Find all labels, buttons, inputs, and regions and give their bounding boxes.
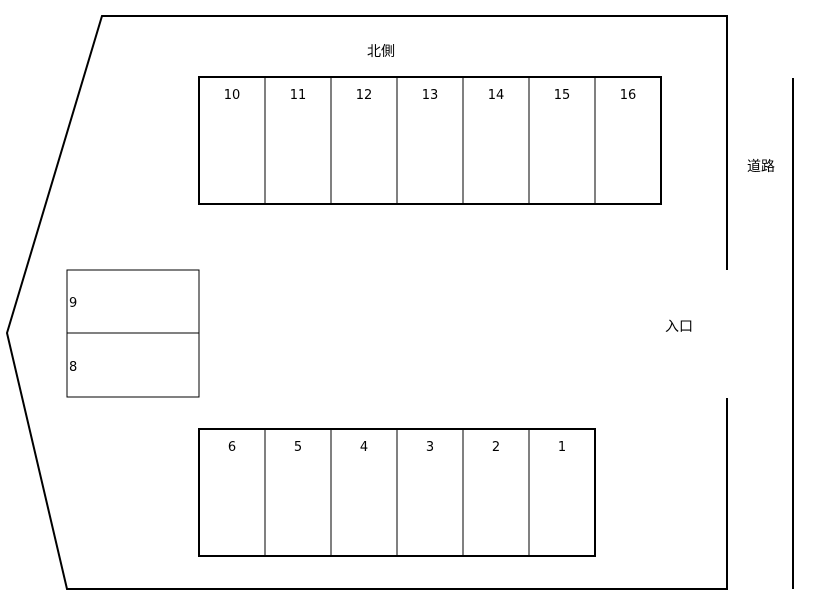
space-number: 12 bbox=[356, 88, 373, 103]
space-number: 5 bbox=[294, 440, 302, 455]
left-parking-block bbox=[66, 269, 200, 398]
entrance-label: 入口 bbox=[665, 319, 693, 335]
space-number: 13 bbox=[422, 88, 439, 103]
space-number: 1 bbox=[558, 440, 566, 455]
space-number: 2 bbox=[492, 440, 500, 455]
space-number: 8 bbox=[69, 360, 77, 375]
bottom-parking-block bbox=[198, 428, 596, 557]
space-number: 9 bbox=[69, 296, 77, 311]
space-number: 3 bbox=[426, 440, 434, 455]
space-number: 6 bbox=[228, 440, 236, 455]
space-number: 4 bbox=[360, 440, 368, 455]
top-parking-block bbox=[198, 76, 662, 205]
lot-boundary bbox=[5, 15, 728, 590]
space-number: 10 bbox=[224, 88, 241, 103]
north-side-label: 北側 bbox=[367, 44, 395, 60]
space-number: 16 bbox=[620, 88, 637, 103]
space-number: 15 bbox=[554, 88, 571, 103]
road-label: 道路 bbox=[747, 159, 775, 175]
space-number: 11 bbox=[290, 88, 307, 103]
space-number: 14 bbox=[488, 88, 505, 103]
